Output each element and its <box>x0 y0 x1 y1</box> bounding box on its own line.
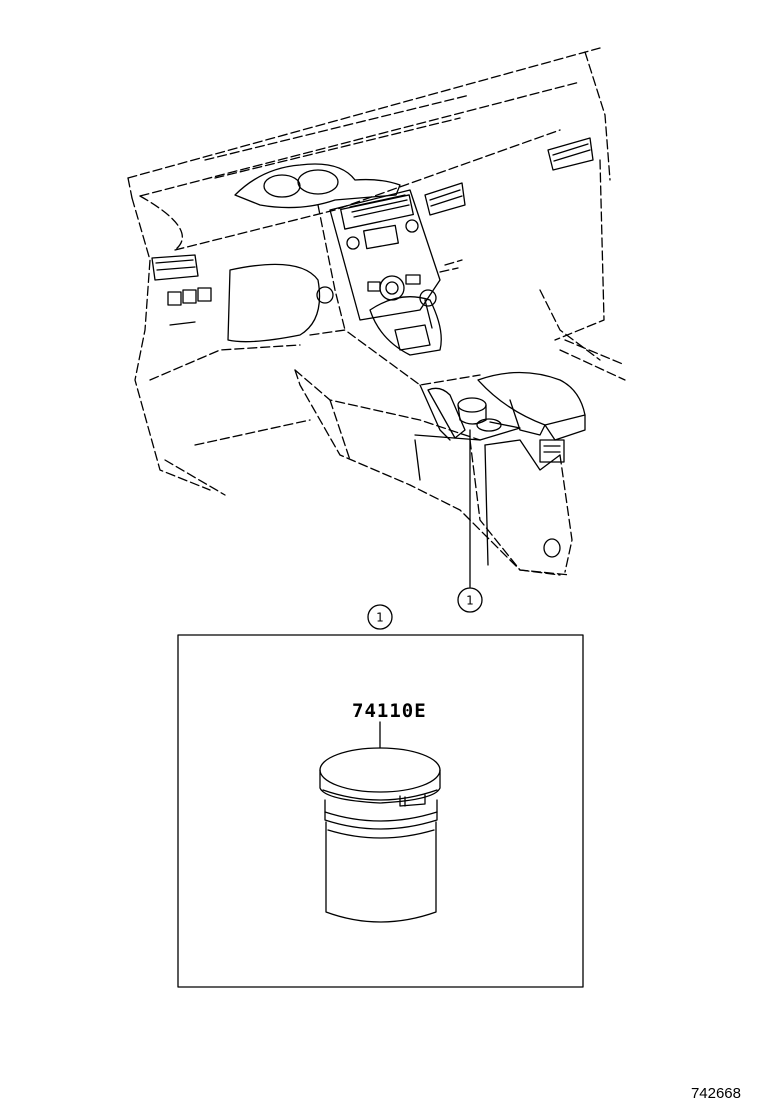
ashtray-cup-icon <box>319 747 441 923</box>
illustration-reference-number: 742668 <box>691 1085 741 1102</box>
dashboard-illustration-icon <box>127 47 626 576</box>
detail-box <box>177 634 584 988</box>
top-callout: 1 <box>457 587 483 613</box>
top-callout-number: 1 <box>466 594 474 608</box>
part-number: 74110E <box>352 700 427 722</box>
box-callout-number: 1 <box>376 611 384 625</box>
box-callout: 1 <box>367 604 393 630</box>
